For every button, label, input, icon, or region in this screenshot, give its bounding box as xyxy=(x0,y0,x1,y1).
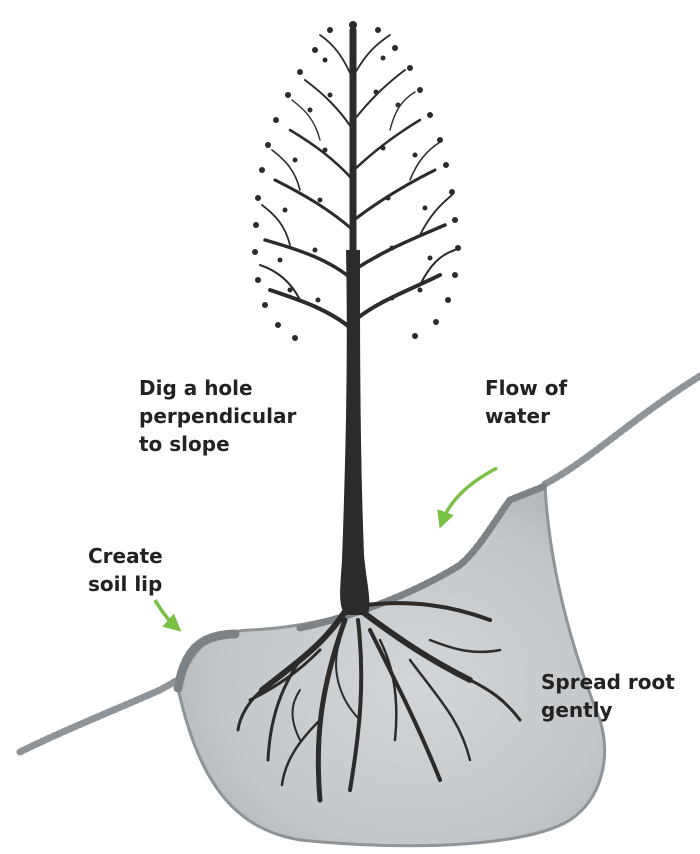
flow-of-water-label-line: Flow of xyxy=(485,374,567,402)
flow-of-water-label: Flow of water xyxy=(485,374,567,430)
curved-arrow-icon xyxy=(155,600,176,627)
soil-lip-label-line: soil lip xyxy=(88,570,163,598)
ground-slope-right xyxy=(545,376,700,484)
curved-arrow-icon xyxy=(442,468,497,522)
dig-hole-label-line: to slope xyxy=(139,430,296,458)
soil-lip-label-line: Create xyxy=(88,542,163,570)
spread-root-label-line: gently xyxy=(541,696,675,724)
flow-of-water-label-line: water xyxy=(485,402,567,430)
tree-trunk xyxy=(340,250,369,615)
dig-hole-label: Dig a hole perpendicular to slope xyxy=(139,374,296,458)
spread-root-label: Spread root gently xyxy=(541,668,675,724)
ground-slope-left xyxy=(20,676,185,752)
planting-hole xyxy=(178,486,605,846)
dig-hole-label-line: Dig a hole xyxy=(139,374,296,402)
spread-root-label-line: Spread root xyxy=(541,668,675,696)
dig-hole-label-line: perpendicular xyxy=(139,402,296,430)
soil-lip-label: Create soil lip xyxy=(88,542,163,598)
